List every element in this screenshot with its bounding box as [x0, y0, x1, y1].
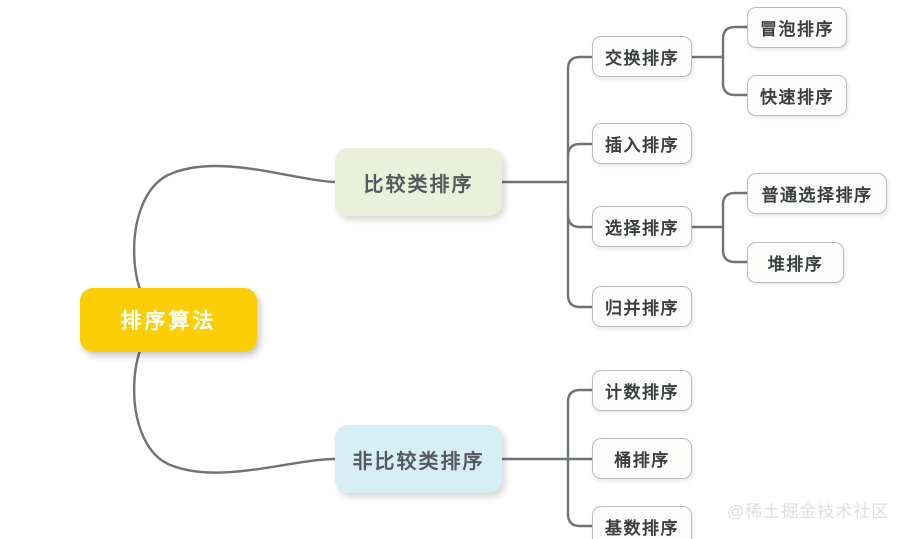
node-insertion-sort-label: 插入排序 [605, 136, 679, 155]
watermark: @稀土掘金技术社区 [727, 497, 889, 522]
node-bucket-sort-label: 桶排序 [614, 451, 670, 470]
edge-trunk-to-heap [721, 248, 749, 264]
node-exchange-sort[interactable]: 交换排序 [592, 36, 692, 77]
node-root[interactable]: 排序算法 [80, 288, 257, 352]
node-selection-sort[interactable]: 选择排序 [592, 206, 692, 247]
edge-trunk-to-insertion [566, 142, 594, 158]
node-bubble-sort-label: 冒泡排序 [760, 20, 834, 39]
node-comparison-sort-label: 比较类排序 [363, 173, 474, 196]
node-bubble-sort[interactable]: 冒泡排序 [747, 7, 847, 48]
node-noncomparison-sort[interactable]: 非比较类排序 [335, 425, 502, 493]
node-merge-sort-label: 归并排序 [605, 299, 679, 318]
node-heap-sort-label: 堆排序 [767, 255, 824, 274]
node-merge-sort[interactable]: 归并排序 [592, 286, 692, 327]
edge-trunk-to-simple-selection [721, 191, 749, 207]
node-counting-sort-label: 计数排序 [605, 383, 679, 402]
edge-trunk-to-bubble [721, 25, 749, 41]
edge-trunk-to-exchange [566, 55, 594, 71]
node-quick-sort-label: 快速排序 [760, 88, 834, 107]
node-selection-sort-label: 选择排序 [605, 219, 679, 238]
edge-trunk-to-radix [566, 512, 594, 528]
node-exchange-sort-label: 交换排序 [605, 49, 679, 68]
node-radix-sort-label: 基数排序 [605, 519, 679, 538]
node-simple-selection-sort-label: 普通选择排序 [761, 186, 873, 205]
node-comparison-sort[interactable]: 比较类排序 [335, 148, 502, 216]
node-heap-sort[interactable]: 堆排序 [747, 242, 844, 283]
node-bucket-sort[interactable]: 桶排序 [592, 438, 692, 479]
node-quick-sort[interactable]: 快速排序 [747, 75, 847, 116]
node-counting-sort[interactable]: 计数排序 [592, 370, 692, 411]
edge-trunk-to-counting [566, 388, 594, 404]
node-root-label: 排序算法 [120, 310, 217, 333]
node-radix-sort[interactable]: 基数排序 [592, 506, 692, 539]
edge-trunk-to-selection [566, 213, 594, 229]
edge-trunk-to-merge [566, 293, 594, 309]
edge-trunk-to-quick [721, 81, 749, 97]
node-noncomparison-sort-label: 非比较类排序 [352, 450, 485, 473]
node-insertion-sort[interactable]: 插入排序 [592, 123, 692, 164]
node-simple-selection-sort[interactable]: 普通选择排序 [747, 173, 887, 214]
watermark-text: @稀土掘金技术社区 [727, 502, 890, 521]
